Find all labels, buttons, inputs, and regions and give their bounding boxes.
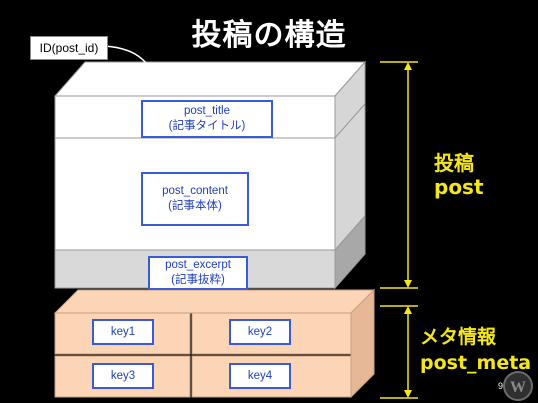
post-bracket [380, 61, 418, 289]
meta-key-3: key3 [92, 363, 154, 389]
id-callout-line [103, 45, 153, 73]
svg-text:W: W [510, 379, 526, 396]
post-excerpt-field: post_excerpt (記事抜粋) [148, 256, 248, 290]
meta-key-4: key4 [229, 363, 291, 389]
meta-key-1: key1 [92, 319, 154, 345]
post-content-desc: (記事本体) [168, 200, 222, 212]
post-label-en: post [434, 175, 484, 199]
post-title-field: post_title (記事タイトル) [141, 100, 273, 138]
post-excerpt-desc: (記事抜粋) [171, 274, 225, 286]
post-label-jp: 投稿 [434, 151, 474, 175]
post-content-name: post_content [162, 185, 228, 197]
post-excerpt-name: post_excerpt [165, 259, 231, 271]
slide-title: 投稿の構造 [191, 18, 347, 53]
meta-label-en: post_meta [420, 352, 532, 374]
post-title-name: post_title [183, 105, 231, 117]
post-content-field: post_content (記事本体) [141, 172, 249, 226]
meta-key-2: key2 [229, 319, 291, 345]
layer-post-title [53, 60, 367, 140]
page-number: 9 [498, 381, 504, 391]
id-label-box: ID(post_id) [30, 36, 108, 60]
meta-label-jp: メタ情報 [420, 326, 497, 348]
post-title-desc: (記事タイトル) [168, 120, 246, 132]
wordpress-logo-icon: W [503, 371, 533, 401]
meta-bracket [380, 305, 418, 399]
